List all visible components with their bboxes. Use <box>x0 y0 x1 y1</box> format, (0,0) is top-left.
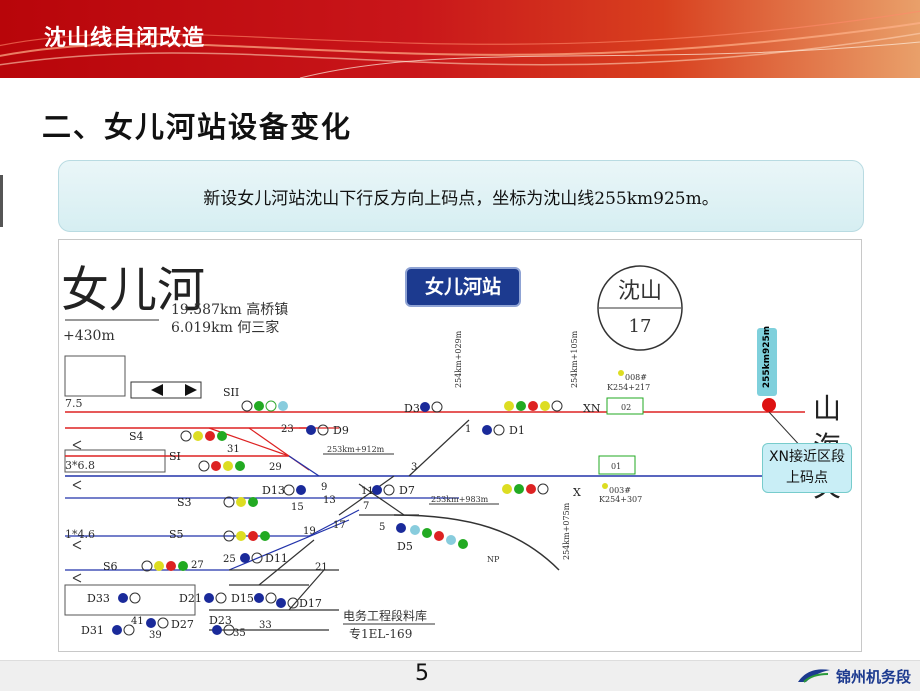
track-diagram: 女儿河 19.587km 高桥镇 6.019km 何三家 +430m 沈山 17 <box>58 239 862 652</box>
left-station-name: 女儿河 <box>61 262 205 318</box>
switch-number: 11 <box>361 486 374 497</box>
km-mark: 003# <box>609 486 631 495</box>
switch-number: 13 <box>323 495 336 506</box>
signal-label: D9 <box>333 424 349 437</box>
station-badge: 女儿河站 <box>405 267 521 307</box>
signal-label: SI <box>169 450 181 463</box>
org-logo-icon <box>798 669 830 683</box>
km-mark: K254+307 <box>599 495 642 504</box>
route-circle-bottom: 17 <box>629 316 652 337</box>
switch-number: 21 <box>315 562 328 573</box>
km-mark: 02 <box>621 403 631 412</box>
km-mark: 253km+983m <box>431 495 489 504</box>
signal-label: D11 <box>265 552 288 565</box>
switch-number: 1 <box>465 424 471 435</box>
signal-label: D27 <box>171 618 194 631</box>
signal-label: S5 <box>169 528 184 541</box>
switch-number: 27 <box>191 560 204 571</box>
km-mark: 254km+075m <box>562 502 571 560</box>
switch-number: 41 <box>131 616 144 627</box>
signal-label: XN <box>583 402 601 415</box>
signal-label: D1 <box>509 424 525 437</box>
switch-number: 15 <box>291 502 304 513</box>
distance-left: +430m <box>63 328 115 344</box>
page-title: 二、女儿河站设备变化 <box>42 110 353 144</box>
signal-label: D7 <box>399 484 415 497</box>
org-name: 锦州机务段 <box>836 668 912 686</box>
km-mark: 253km+912m <box>327 445 385 454</box>
km-mark: 01 <box>611 462 621 471</box>
track-label-2: 3*6.8 <box>65 459 95 472</box>
signal-label: S6 <box>103 560 118 573</box>
km-mark: K254+217 <box>607 383 650 392</box>
header-title: 沈山线自闭改造 <box>44 26 206 51</box>
signal-label: D3 <box>404 402 420 415</box>
switch-number: 35 <box>233 628 246 639</box>
switch-number: 9 <box>321 482 327 493</box>
track-label-3: 1*4.6 <box>65 528 95 541</box>
switch-number: 19 <box>303 526 316 537</box>
switch-number: 23 <box>281 424 294 435</box>
route-circle <box>597 265 683 351</box>
side-marker <box>0 175 3 227</box>
switch-number: 5 <box>379 522 385 533</box>
signal-label: D15 <box>231 592 254 605</box>
km-mark: NP <box>487 555 500 564</box>
signal-label: D21 <box>179 592 202 605</box>
signal-label: D31 <box>81 624 104 637</box>
signal-label: D5 <box>397 540 413 553</box>
km-callout-text: 255km925m <box>762 325 772 389</box>
switch-number: 39 <box>149 630 162 641</box>
description-text: 新设女儿河站沈山下行反方向上码点，坐标为沈山线255km925m。 <box>203 189 719 209</box>
signal-label: S4 <box>129 430 144 443</box>
signal-label: SII <box>223 386 239 399</box>
switch-number: 25 <box>223 554 236 565</box>
km-callout-vertical: 255km925m <box>757 325 777 396</box>
code-point-callout: XN接近区段上码点 <box>762 443 852 493</box>
info-line-2: 6.019km 何三家 <box>171 319 279 336</box>
switch-number: 17 <box>333 520 346 531</box>
switch-number: 31 <box>227 444 240 455</box>
signal-label: D33 <box>87 592 110 605</box>
km-mark: 254km+029m <box>454 330 463 388</box>
switch-number: 7 <box>363 501 369 512</box>
header-banner: 沈山线自闭改造 <box>0 0 920 78</box>
switch-number: 3 <box>411 462 417 473</box>
switch-number: 33 <box>259 620 272 631</box>
signal-label: D13 <box>262 484 285 497</box>
info-line-1: 19.587km 高桥镇 <box>171 301 288 318</box>
banner-stripes <box>0 10 920 78</box>
track-layout: 女儿河 19.587km 高桥镇 6.019km 何三家 +430m 沈山 17 <box>61 262 841 641</box>
track-label-1: 7.5 <box>65 397 83 410</box>
signal-label: D17 <box>299 597 322 610</box>
footer-bar <box>0 660 920 691</box>
depot-code: 专1EL-169 <box>349 626 412 641</box>
signal-label: X <box>573 486 581 499</box>
route-circle-top: 沈山 <box>618 279 662 304</box>
right-station-1: 山 <box>813 392 841 425</box>
signal-label: S3 <box>177 496 192 509</box>
new-code-point <box>762 398 776 412</box>
switch-number: 29 <box>269 462 282 473</box>
depot-label: 电务工程段料库 <box>343 608 427 623</box>
km-mark: 008# <box>625 373 647 382</box>
signal-label: D23 <box>209 614 232 627</box>
signal-group <box>130 381 563 572</box>
km-mark: 254km+105m <box>570 330 579 388</box>
page-number: 5 <box>415 661 429 686</box>
description-box: 新设女儿河站沈山下行反方向上码点，坐标为沈山线255km925m。 <box>58 160 864 232</box>
